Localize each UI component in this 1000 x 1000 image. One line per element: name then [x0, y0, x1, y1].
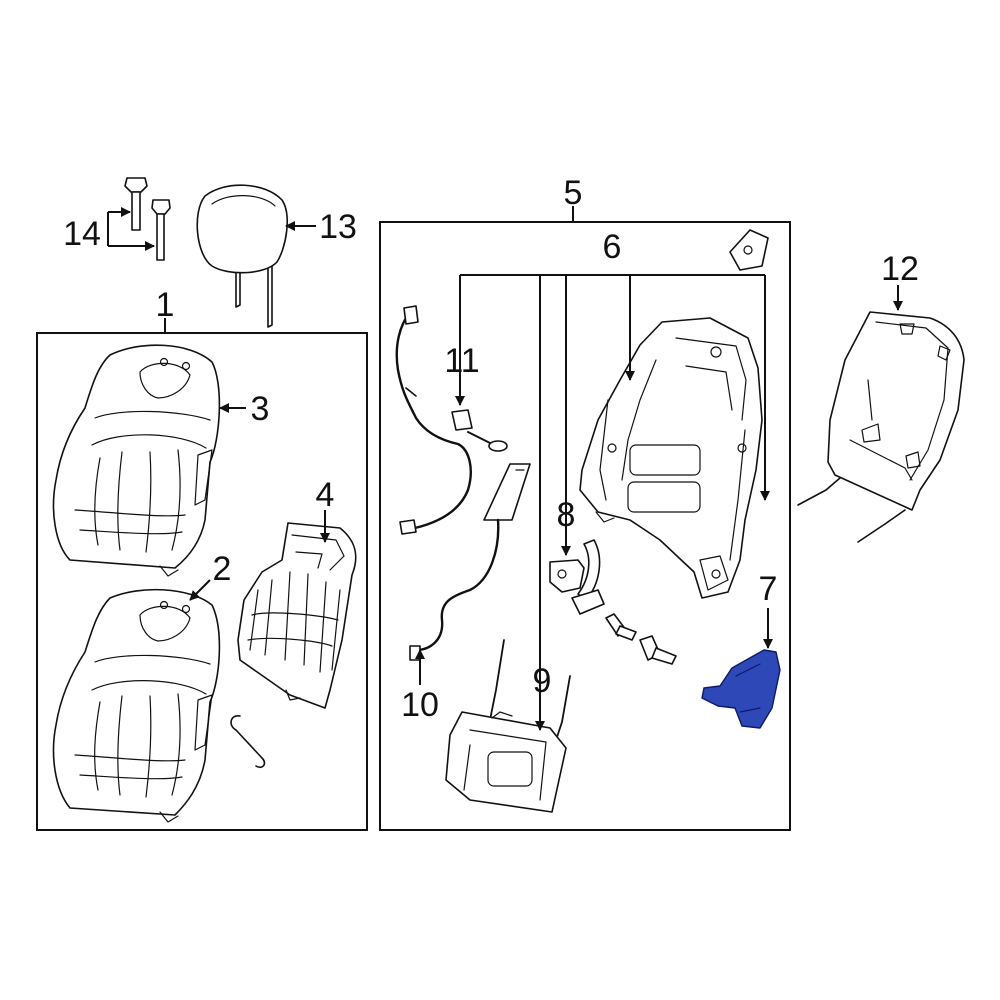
callout-8: 8 [557, 496, 576, 534]
callout-2: 2 [213, 550, 232, 588]
callout-6: 6 [603, 228, 622, 266]
group-box-5 [379, 221, 791, 831]
callout-1: 1 [156, 286, 175, 324]
part-7-cover [701, 649, 781, 729]
callout-4: 4 [316, 476, 335, 514]
callout-14: 14 [63, 215, 101, 253]
part-14-pins [124, 177, 171, 261]
fastener-bolts [605, 613, 677, 665]
part-9-lumbar-support [445, 639, 571, 813]
callout-7: 7 [759, 570, 778, 608]
part-6-seatback-frame [579, 317, 763, 599]
callout-5: 5 [564, 174, 583, 212]
part-13-headrest [196, 184, 288, 328]
group-box-1 [36, 332, 368, 831]
callout-labels: 1 2 3 4 5 6 7 8 9 10 11 12 13 14 [63, 174, 919, 724]
callout-11: 11 [444, 342, 479, 380]
corner-bracket [729, 229, 769, 271]
part-11-wire-harness [395, 305, 508, 535]
leader-lines [107, 206, 903, 731]
hook-wire [230, 715, 266, 769]
callout-10: 10 [401, 686, 439, 724]
part-8-bracket [549, 539, 605, 615]
part-12-back-panel [797, 311, 965, 543]
part-3-seatback-cover [52, 344, 221, 577]
part-2-seatback-trim [52, 588, 221, 823]
callout-3: 3 [251, 390, 270, 428]
part-10-airbag-module [409, 463, 531, 661]
part-4-seatback-pad [237, 522, 357, 709]
callout-9: 9 [533, 662, 552, 700]
callout-12: 12 [881, 250, 919, 288]
callout-13: 13 [319, 208, 357, 246]
